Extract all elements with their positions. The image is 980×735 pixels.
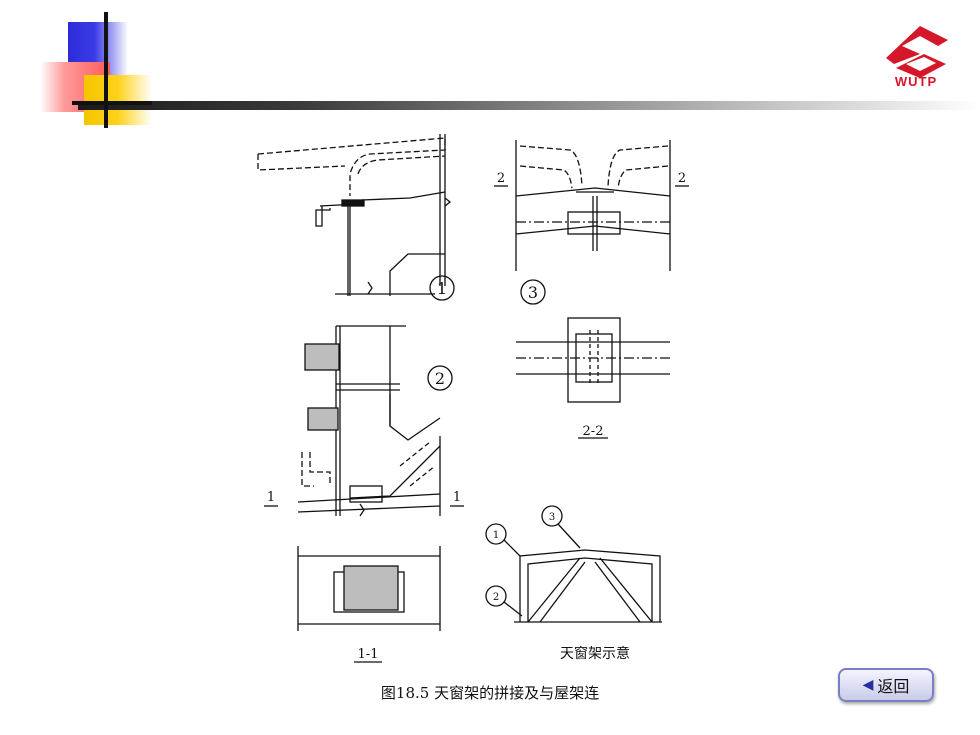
back-button-label: 返回 (877, 677, 910, 696)
logo-text: WUTP (894, 74, 938, 89)
schematic-marker-2 (485, 585, 507, 607)
schematic-marker-3-number: 3 (549, 512, 555, 523)
detail-3-drawing (515, 140, 671, 271)
schematic-marker-2-number: 2 (493, 592, 499, 603)
section-2-2-title: 2-2 (583, 424, 604, 439)
left-triangle-icon: ◀ (862, 677, 874, 693)
decor-yellow-square (84, 75, 152, 125)
section-1-1-drawing (297, 546, 441, 631)
skylight-schematic-drawing (514, 549, 662, 623)
detail-2-marker (427, 365, 453, 391)
section-2-left-label: 2 (497, 171, 505, 186)
detail-3-marker (520, 279, 546, 305)
wutp-logo-icon (886, 26, 948, 78)
figure-caption: 图18.5 天窗架的拼接及与屋架连 (380, 684, 600, 702)
decor-cross-horizontal (72, 101, 152, 105)
section-1-left-label: 1 (267, 490, 275, 505)
detail-3-number: 3 (528, 283, 538, 302)
section-1-right-label: 1 (453, 490, 461, 505)
detail-1-marker (429, 275, 455, 301)
detail-1-number: 1 (437, 279, 447, 298)
back-button[interactable]: ◀ 返回 (838, 668, 934, 702)
schematic-marker-1 (485, 523, 507, 545)
schematic-title: 天窗架示意 (560, 645, 630, 662)
decor-cross-vertical (104, 12, 108, 128)
engineering-drawing: 1 2 2 3 2 (257, 134, 689, 663)
detail-1-drawing (257, 134, 452, 296)
section-2-right-label: 2 (678, 171, 686, 186)
detail-2-drawing (297, 325, 441, 517)
section-1-1-title: 1-1 (358, 647, 379, 662)
section-2-2-drawing (516, 317, 670, 403)
schematic-marker-1-number: 1 (493, 530, 499, 541)
detail-2-number: 2 (435, 369, 445, 388)
schematic-marker-3 (541, 505, 563, 527)
header-gradient-bar (78, 101, 980, 110)
